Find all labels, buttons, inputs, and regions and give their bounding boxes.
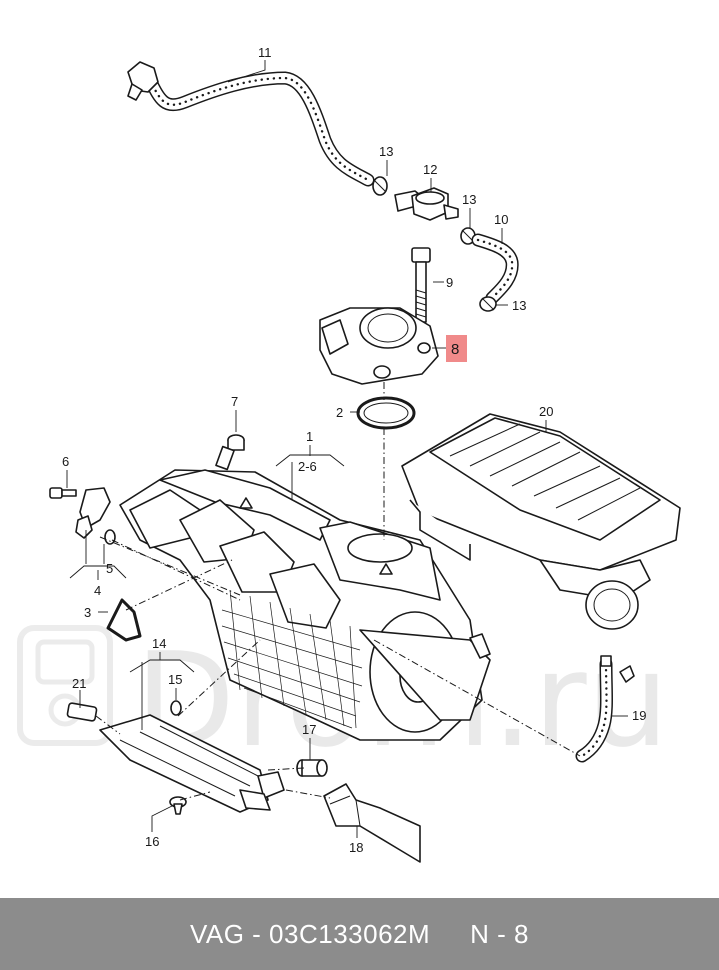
- sleeve-21: [66, 702, 98, 722]
- callout-4: 4: [94, 583, 101, 598]
- callout-13-middle: 13: [462, 192, 476, 207]
- callout-9: 9: [446, 275, 453, 290]
- callout-labels: 11 13 12 13 10 9 13 8 2 7 20 1 2-6 6 5 4…: [62, 45, 646, 855]
- bolt-7: [215, 434, 245, 471]
- callout-16: 16: [145, 834, 159, 849]
- seal-5: [104, 529, 116, 545]
- clamp-13-upper: [372, 176, 388, 196]
- pcv-unit-14: [99, 714, 285, 813]
- part-footer: VAG - 03C133062M N - 8: [0, 898, 719, 970]
- air-filter-20: [401, 413, 681, 630]
- callout-2: 2: [336, 405, 343, 420]
- callout-1-range: 2-6: [298, 459, 317, 474]
- hose-10: [471, 233, 519, 305]
- gasket-3: [106, 598, 142, 642]
- callout-10: 10: [494, 212, 508, 227]
- intake-manifold-1: [119, 469, 491, 741]
- callout-13-upper: 13: [379, 144, 393, 159]
- callout-8: 8: [451, 341, 459, 358]
- callout-11: 11: [258, 45, 272, 60]
- callout-15: 15: [168, 672, 182, 687]
- bolt-9: [411, 247, 431, 323]
- sensor-4: [75, 487, 111, 539]
- callout-18: 18: [349, 840, 363, 855]
- callout-20: 20: [539, 404, 553, 419]
- callout-17: 17: [302, 722, 316, 737]
- callout-14: 14: [152, 636, 166, 651]
- callout-5: 5: [106, 561, 113, 576]
- parts-diagram: Drom.ru: [17, 45, 681, 863]
- callout-7: 7: [231, 394, 238, 409]
- callout-3: 3: [84, 605, 91, 620]
- hose-11: [127, 61, 375, 187]
- callout-21: 21: [72, 676, 86, 691]
- callout-1: 1: [306, 429, 313, 444]
- hose-19: [575, 655, 635, 763]
- hose-18: [323, 783, 421, 863]
- part-number: VAG - 03C133062M: [189, 918, 431, 949]
- leader-lines: [66, 60, 628, 838]
- screw-6: [49, 487, 77, 499]
- clamp-13-lower: [479, 296, 497, 312]
- valve-12: [394, 187, 459, 221]
- seal-15: [170, 700, 182, 716]
- callout-19: 19: [632, 708, 646, 723]
- diagram-position: N - 8: [470, 918, 530, 949]
- callout-6: 6: [62, 454, 69, 469]
- callout-13-lower: 13: [512, 298, 526, 313]
- assembly-lines: [95, 382, 581, 801]
- callout-12: 12: [423, 162, 437, 177]
- throttle-body-8: [319, 307, 439, 385]
- screw-16: [169, 796, 187, 815]
- part-8-highlight: [446, 335, 467, 362]
